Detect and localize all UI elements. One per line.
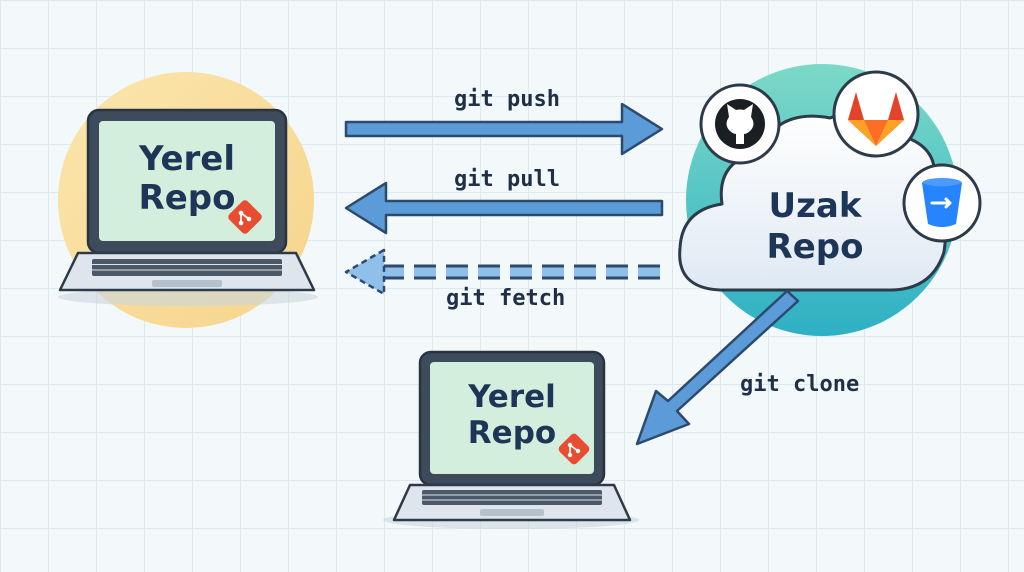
- laptop-icon: [58, 108, 318, 306]
- bitbucket-icon: [902, 163, 982, 243]
- remote-repo-label: Uzak Repo: [735, 186, 895, 268]
- local-repo-top-label: Yerel Repo: [99, 139, 275, 219]
- local-repo-top-line2: Repo: [138, 178, 236, 219]
- local-repo-top-line1: Yerel: [138, 139, 236, 179]
- local-repo-bottom-label: Yerel Repo: [430, 379, 594, 451]
- remote-repo-line2: Repo: [766, 226, 864, 267]
- git-push-label: git push: [454, 87, 560, 112]
- github-icon: [699, 83, 781, 165]
- git-push-arrow: [344, 102, 664, 156]
- local-repo-bottom-line1: Yerel: [468, 379, 556, 415]
- git-clone-label: git clone: [740, 372, 860, 397]
- git-fetch-arrow: [344, 248, 660, 296]
- git-clone-arrow: [635, 289, 800, 446]
- git-fetch-label: git fetch: [446, 286, 566, 311]
- git-icon: [228, 200, 262, 234]
- laptop-icon: [383, 350, 639, 529]
- local-repo-bottom-line2: Repo: [467, 414, 557, 451]
- git-pull-label: git pull: [454, 167, 560, 192]
- remote-repo-line1: Uzak: [768, 186, 862, 226]
- git-icon: [558, 433, 590, 465]
- git-pull-arrow: [344, 181, 664, 235]
- gitlab-icon: [832, 70, 920, 158]
